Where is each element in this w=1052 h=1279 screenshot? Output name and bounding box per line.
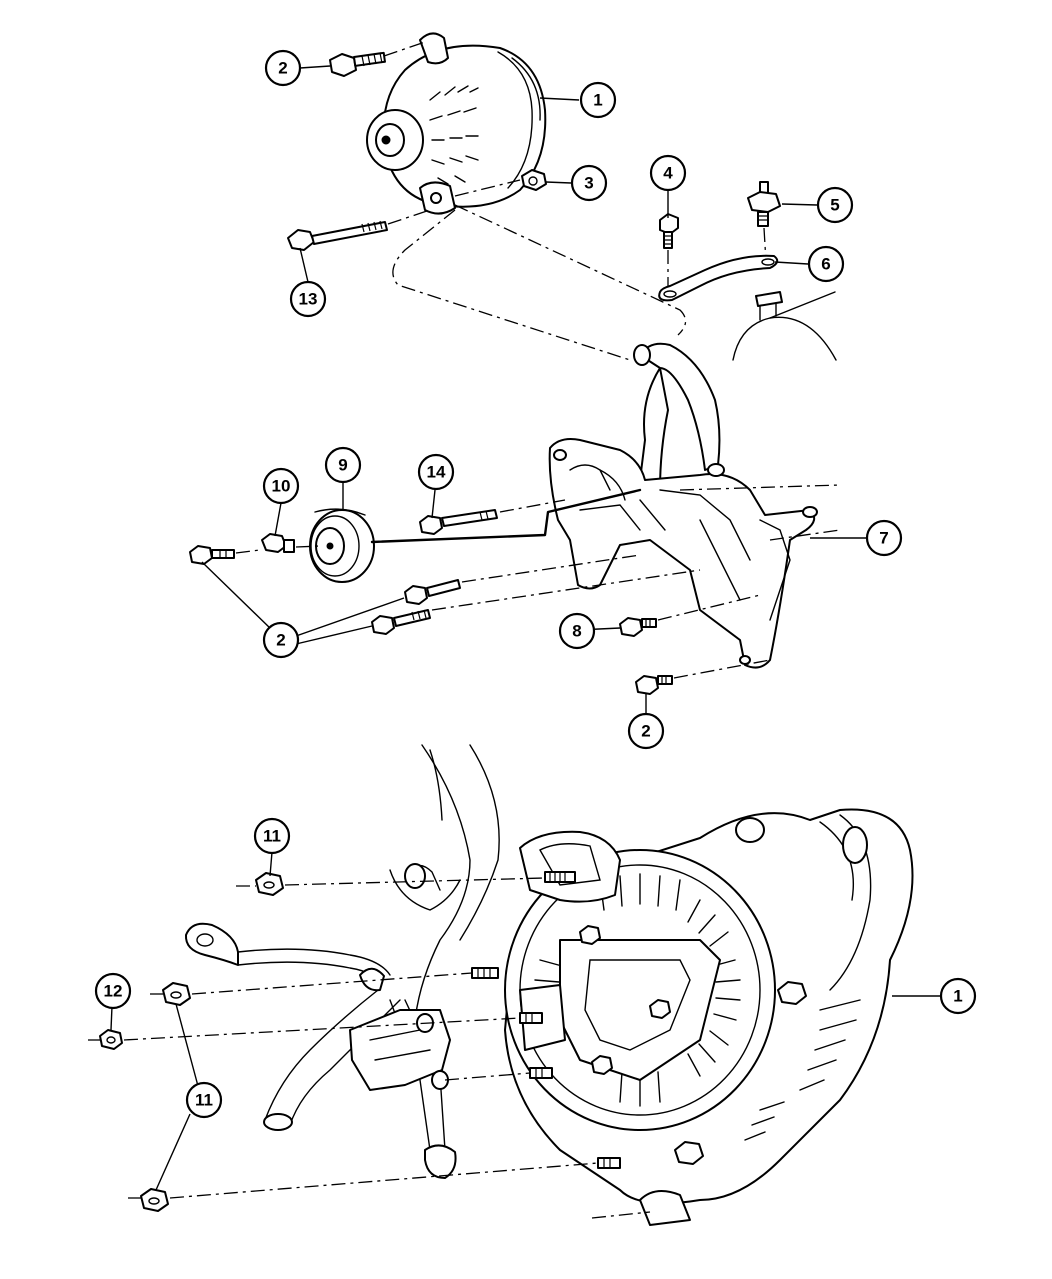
callout-9-label: 9	[338, 456, 347, 475]
callout-12: 12	[94, 972, 132, 1010]
callout-14: 14	[417, 453, 455, 491]
callout-2-top-label: 2	[278, 59, 287, 78]
bracket-bolt-lower	[371, 609, 431, 635]
callout-8-label: 8	[572, 622, 581, 641]
callout-6: 6	[807, 245, 845, 283]
bolt-bottom	[635, 675, 673, 695]
nut-12	[99, 1029, 123, 1050]
stud-4	[659, 213, 679, 249]
callout-14-label: 14	[427, 463, 446, 482]
nut-3	[521, 169, 547, 191]
callout-13: 13	[289, 280, 327, 318]
callout-12-label: 12	[104, 982, 123, 1001]
callout-2-top: 2	[264, 49, 302, 87]
long-bolt-13	[287, 220, 388, 251]
studs	[471, 871, 621, 1169]
callout-11-lower: 11	[185, 1081, 223, 1119]
generator-fins	[429, 85, 479, 185]
callout-2-middle-label: 2	[276, 631, 285, 650]
callout-6-label: 6	[821, 255, 830, 274]
callout-11-upper: 11	[253, 817, 291, 855]
callout-3: 3	[570, 164, 608, 202]
callout-4: 4	[649, 154, 687, 192]
bolt-top	[329, 51, 386, 77]
engine-outline-top	[732, 291, 837, 361]
callout-11-lower-label: 11	[195, 1091, 213, 1110]
nut-11-upper	[255, 872, 284, 896]
callout-8: 8	[558, 612, 596, 650]
generator-top	[366, 32, 547, 215]
nut-11-lower	[140, 1188, 169, 1212]
nut-11-middle	[162, 982, 191, 1006]
callout-5: 5	[816, 186, 854, 224]
sender-5	[747, 181, 781, 227]
callout-7-label: 7	[879, 529, 888, 548]
strap-6	[658, 254, 779, 302]
generator-rear	[504, 808, 914, 1226]
callout-1-top: 1	[579, 81, 617, 119]
terminal-block	[349, 1009, 451, 1091]
callout-1-top-label: 1	[593, 91, 602, 110]
callout-10: 10	[262, 467, 300, 505]
callout-4-label: 4	[663, 164, 673, 183]
idler-pulley-9	[309, 508, 375, 583]
bolt-8	[619, 617, 657, 637]
callout-1-bottom-label: 1	[953, 987, 962, 1006]
callout-3-label: 3	[584, 174, 593, 193]
bracket-bolt-upper	[404, 579, 461, 605]
callout-2-middle: 2	[262, 621, 300, 659]
wiring-harness	[184, 744, 500, 1179]
pulley-bolt	[189, 545, 235, 565]
bolt-14	[419, 509, 498, 535]
callout-13-label: 13	[299, 290, 318, 309]
spacer-10	[261, 533, 295, 553]
callout-5-label: 5	[830, 196, 839, 215]
callout-1-bottom: 1	[939, 977, 977, 1015]
callout-10-label: 10	[272, 477, 291, 496]
callout-2-bottom: 2	[627, 712, 665, 750]
callout-9: 9	[324, 446, 362, 484]
callout-7: 7	[865, 519, 903, 557]
callout-11-upper-label: 11	[263, 827, 281, 846]
callout-2-bottom-label: 2	[641, 722, 650, 741]
